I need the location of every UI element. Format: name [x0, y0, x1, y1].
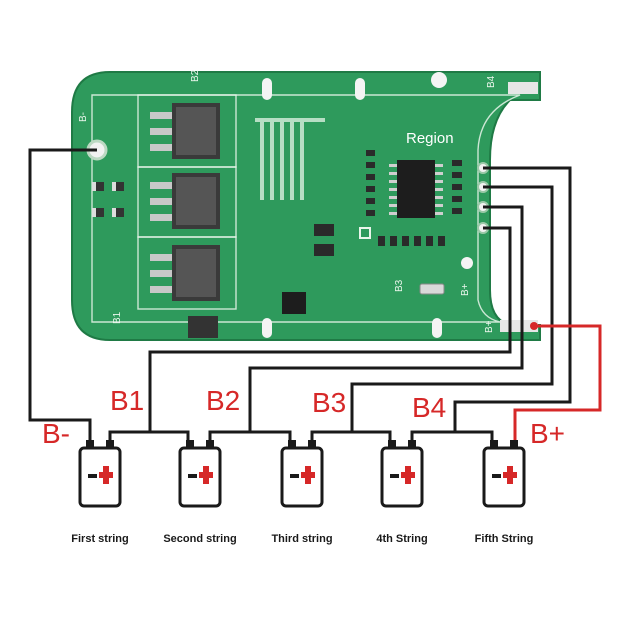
label-b-plus: B+	[530, 418, 565, 449]
negative-terminal	[86, 440, 94, 448]
negative-terminal	[288, 440, 296, 448]
wires	[28, 148, 602, 440]
wire-b-minus	[28, 148, 97, 440]
slot-bottom-1	[262, 318, 272, 338]
cell-caption: Third string	[271, 533, 332, 545]
plus-sign-vertical	[305, 466, 311, 484]
plus-sign-vertical	[507, 466, 513, 484]
test-pad	[359, 227, 371, 239]
mosfet-3	[150, 245, 220, 301]
label-b1: B1	[110, 385, 144, 416]
smd-row	[378, 236, 445, 246]
negative-terminal	[186, 440, 194, 448]
wire-b2	[248, 205, 524, 432]
heatsink-trace	[255, 118, 325, 200]
plus-sign-vertical	[405, 466, 411, 484]
battery-cell-1: First string	[71, 440, 129, 545]
smd-column	[366, 150, 375, 216]
positive-terminal	[510, 440, 518, 448]
cell-caption: 4th String	[376, 533, 427, 545]
silk-b-plus-bottom: B+	[484, 320, 495, 333]
link-s1-s2	[108, 430, 190, 440]
battery-cell-3: Third string	[271, 440, 333, 545]
slot-top-2	[355, 78, 365, 100]
negative-terminal	[388, 440, 396, 448]
resistor-column	[452, 160, 462, 214]
minus-sign	[290, 474, 299, 478]
battery-cells: First string Second string Third string 4th…	[71, 440, 533, 545]
mosfet-frame-3	[137, 236, 237, 310]
bms-board: B- B2 B4 B3 B1 B+ B+ Region	[71, 69, 541, 341]
label-b-minus: B-	[42, 418, 70, 449]
battery-cell-4: 4th String	[376, 440, 428, 545]
silk-b4: B4	[486, 75, 497, 88]
chip-d4	[314, 244, 334, 256]
positive-terminal	[408, 440, 416, 448]
minus-sign	[390, 474, 399, 478]
cell-caption: First string	[71, 533, 128, 545]
wire-b-plus	[513, 324, 602, 440]
minus-sign	[492, 474, 501, 478]
hole-right	[461, 257, 473, 269]
battery-cell-5: Fifth String	[475, 440, 534, 545]
positive-terminal	[308, 440, 316, 448]
label-b4: B4	[412, 392, 446, 423]
silk-b2: B2	[190, 69, 201, 82]
silk-b-minus: B-	[78, 112, 89, 122]
battery-cell-2: Second string	[163, 440, 237, 545]
b-plus-joint	[530, 322, 538, 330]
link-s2-s3	[208, 430, 292, 440]
cell-caption: Fifth String	[475, 533, 534, 545]
protection-ic	[389, 160, 443, 218]
cell-caption: Second string	[163, 533, 236, 545]
silk-b1: B1	[112, 311, 123, 324]
fuse-b3	[419, 283, 445, 295]
smd-caps-left	[92, 182, 124, 217]
slot-top-1	[262, 78, 272, 100]
link-s3-s4	[310, 430, 392, 440]
mosfet-1	[150, 103, 220, 159]
wire-b1	[148, 226, 512, 432]
label-b2: B2	[206, 385, 240, 416]
link-s4-s5	[410, 430, 494, 440]
wire-b3	[350, 185, 554, 432]
label-b3: B3	[312, 387, 346, 418]
hole-top-right	[431, 72, 447, 88]
positive-terminal	[206, 440, 214, 448]
mosfet-2	[150, 173, 220, 229]
silk-b-plus-top: B+	[460, 283, 471, 296]
b-plus-top-pad	[508, 82, 538, 94]
silk-b3: B3	[394, 279, 405, 292]
chip-d3	[314, 224, 334, 236]
region-label: Region	[406, 130, 454, 147]
slot-bottom-2	[432, 318, 442, 338]
minus-sign	[188, 474, 197, 478]
chip-sot	[282, 292, 306, 314]
diode-d1	[188, 316, 218, 338]
wire-b4	[453, 166, 572, 432]
minus-sign	[88, 474, 97, 478]
plus-sign-vertical	[103, 466, 109, 484]
positive-terminal	[106, 440, 114, 448]
negative-terminal	[490, 440, 498, 448]
plus-sign-vertical	[203, 466, 209, 484]
